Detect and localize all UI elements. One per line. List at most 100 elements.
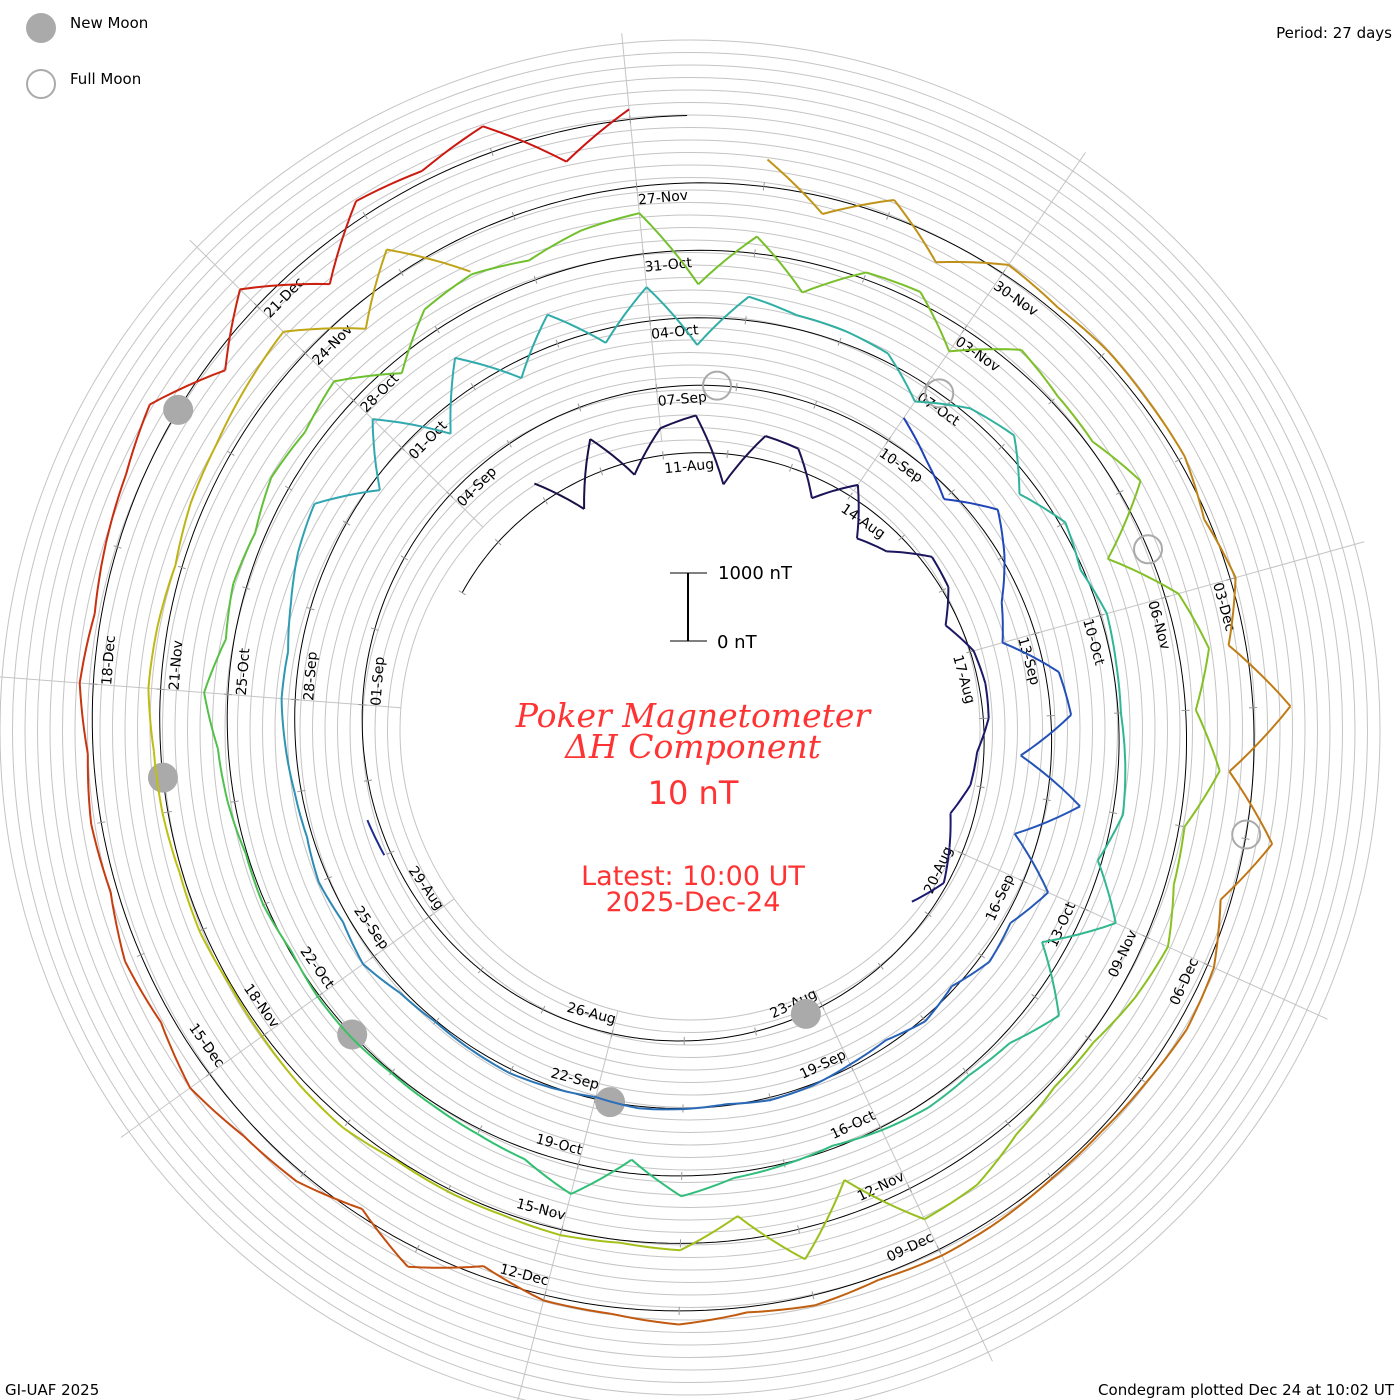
trace-segment — [296, 1180, 363, 1210]
trace-segment — [317, 881, 344, 923]
trace-segment — [633, 427, 662, 476]
day-tick — [642, 249, 645, 258]
trace-segment — [935, 261, 1009, 266]
trace-segment — [1092, 440, 1142, 482]
trace-segment — [245, 331, 285, 388]
grid-circle — [337, 377, 1043, 1083]
day-tick — [489, 148, 494, 157]
trace-segment — [1100, 1082, 1147, 1134]
new-moon-marker — [337, 1019, 368, 1050]
day-tick — [924, 911, 932, 918]
day-tick — [813, 400, 818, 409]
trace-segment — [733, 1163, 785, 1179]
trace-segment — [371, 419, 381, 491]
trace-segment — [125, 404, 151, 475]
grid-circle — [249, 289, 1131, 1171]
grid-circle — [74, 114, 1306, 1346]
trace-segment — [756, 235, 804, 294]
full-moon-marker — [701, 370, 732, 401]
date-label: 07-Sep — [657, 389, 708, 410]
trace-segment — [1212, 899, 1222, 968]
chart-subtitle: ΔH Component — [563, 727, 822, 766]
day-tick — [754, 1027, 757, 1036]
trace-segment — [1020, 754, 1081, 808]
trace-segment — [881, 1106, 929, 1132]
trace-segment — [1000, 602, 1004, 643]
trace-segment — [284, 745, 296, 793]
trace-segment — [565, 108, 630, 163]
date-label: 25-Oct — [234, 647, 254, 696]
day-tick — [446, 491, 454, 499]
trace-segment — [948, 813, 952, 848]
trace-segment — [630, 1158, 682, 1198]
day-tick — [425, 914, 433, 920]
trace-segment — [1228, 770, 1274, 845]
trace-segment — [502, 1214, 561, 1237]
day-tick — [1098, 352, 1105, 360]
day-tick — [230, 800, 239, 803]
trace-segment — [342, 1127, 397, 1161]
baseline-spiral — [91, 115, 1255, 1312]
date-label: 26-Aug — [565, 1000, 617, 1028]
grid-circle — [62, 102, 1318, 1358]
full-moon-marker — [1231, 819, 1262, 850]
trace-segment — [1064, 522, 1082, 571]
day-tick — [324, 876, 333, 881]
trace-segment — [925, 458, 945, 500]
trace-segment — [203, 692, 219, 749]
day-tick — [136, 952, 145, 957]
day-tick — [533, 275, 538, 284]
day-tick — [477, 1125, 483, 1134]
day-tick — [782, 1159, 786, 1168]
trace-segment — [509, 1072, 553, 1089]
trace-segment — [1009, 891, 1049, 924]
trace-segment — [482, 125, 567, 163]
day-tick — [398, 444, 405, 451]
resolution-label: 10 nT — [648, 774, 739, 812]
new-moon-legend-label: New Moon — [70, 14, 148, 32]
date-label: 16-Sep — [983, 872, 1018, 924]
grid-circle — [99, 139, 1281, 1321]
trace-segment — [1227, 577, 1237, 646]
trace-segment — [1009, 1014, 1060, 1044]
day-tick — [1226, 577, 1235, 581]
day-tick — [820, 1002, 825, 1010]
legend: New Moon Full Moon — [26, 13, 148, 99]
day-tick — [577, 403, 582, 412]
trace-segment — [856, 484, 860, 539]
grid-radial-line — [853, 152, 1086, 491]
trace-segment — [1014, 805, 1081, 835]
trace-segment — [152, 751, 164, 814]
trace-segment — [887, 352, 916, 402]
grid-circle — [162, 202, 1218, 1258]
day-tick — [344, 1119, 351, 1127]
trace-segment — [395, 1159, 448, 1193]
date-label: 06-Dec — [1167, 956, 1202, 1008]
trace-segment — [216, 748, 229, 803]
trace-segment — [224, 583, 235, 640]
trace-segment — [796, 314, 845, 332]
day-tick — [156, 688, 165, 691]
trace-segment — [454, 356, 522, 380]
trace-segment — [333, 372, 402, 383]
day-tick — [1031, 993, 1039, 1000]
grid-circle — [49, 89, 1331, 1371]
day-tick — [599, 467, 604, 476]
trace-segment — [923, 1183, 978, 1221]
day-tick — [350, 397, 357, 404]
trace-segment — [1194, 648, 1210, 711]
trace-segment — [366, 819, 386, 856]
day-tick — [837, 337, 842, 346]
day-tick — [948, 489, 955, 496]
trace-segment — [228, 984, 263, 1037]
trace-segment — [944, 587, 950, 626]
trace-segment — [239, 282, 330, 291]
trace-segment — [224, 289, 241, 371]
trace-segment — [1096, 860, 1117, 924]
date-label: 13-Oct — [1045, 900, 1079, 950]
date-label: 19-Sep — [797, 1047, 848, 1083]
trace-segment — [1107, 557, 1179, 595]
trace-segment — [843, 1179, 925, 1221]
date-label: 09-Nov — [1105, 928, 1140, 980]
day-tick — [847, 492, 853, 500]
